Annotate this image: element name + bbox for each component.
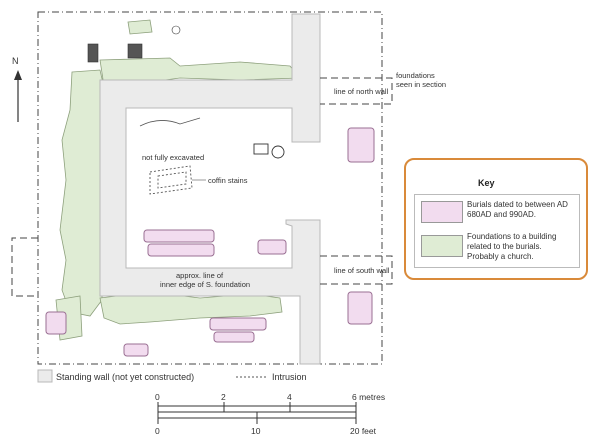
label-south-wall: line of south wall xyxy=(334,266,390,275)
feature-rect xyxy=(253,143,269,155)
label-inner-edge-1: approx. line of xyxy=(176,271,224,280)
foundation-west xyxy=(59,69,107,317)
key-items: Burials dated to between AD 680AD and 99… xyxy=(414,194,580,268)
north-letter: N xyxy=(12,56,19,66)
projected-wall-lines xyxy=(11,77,393,297)
key-burial-text: Burials dated to between AD 680AD and 99… xyxy=(467,200,568,219)
scale-feet-20: 20 feet xyxy=(350,426,377,436)
north-arrow: N xyxy=(12,56,22,122)
burial xyxy=(347,127,375,163)
north-edge-features xyxy=(87,25,181,63)
feature-ring xyxy=(171,25,181,35)
north-wall-line xyxy=(320,77,393,105)
burial xyxy=(257,239,287,255)
burial xyxy=(147,243,215,257)
scale-metres-2: 2 xyxy=(221,392,226,402)
burial-swatch xyxy=(421,201,463,223)
label-foundations-section-1: foundations xyxy=(396,71,435,80)
burial xyxy=(213,331,255,343)
foundation-south xyxy=(99,291,283,325)
burial xyxy=(209,317,267,331)
annotations: foundations seen in section line of nort… xyxy=(142,71,446,289)
burial xyxy=(143,229,215,243)
key-title: Key xyxy=(478,178,495,188)
feature-block xyxy=(127,43,143,59)
key-foundation-text: Foundations to a building related to the… xyxy=(467,232,557,261)
scale-metres-0: 0 xyxy=(155,392,160,402)
north-foundation-edge xyxy=(139,117,201,127)
label-north-wall: line of north wall xyxy=(334,87,389,96)
label-foundations-section-2: seen in section xyxy=(396,80,446,89)
plan-legend: Standing wall (not yet constructed) Intr… xyxy=(37,369,307,383)
standing-wall-label: Standing wall (not yet constructed) xyxy=(56,372,194,382)
scale-metres-6: 6 metres xyxy=(352,392,385,402)
foundation-swatch xyxy=(421,235,463,257)
intrusion-shape xyxy=(149,165,193,195)
south-wall-line xyxy=(320,255,393,285)
feature-block xyxy=(87,43,99,63)
scale-feet-0: 0 xyxy=(155,426,160,436)
label-not-excavated: not fully excavated xyxy=(142,153,204,162)
key-panel: Key Burials dated to between AD 680AD an… xyxy=(404,158,588,280)
burial xyxy=(123,343,149,357)
scale-bar: 0 2 4 6 metres 0 10 20 feet xyxy=(155,392,385,436)
intrusion-inner xyxy=(157,171,187,189)
burial xyxy=(45,311,67,335)
burial xyxy=(347,291,373,325)
scale-metres-4: 4 xyxy=(287,392,292,402)
label-inner-edge-2: inner edge of S. foundation xyxy=(160,280,250,289)
standing-wall-u xyxy=(99,13,321,365)
scale-feet-10: 10 xyxy=(251,426,261,436)
standing-wall-swatch xyxy=(37,369,53,383)
feature-circle xyxy=(271,145,285,159)
intrusion-label: Intrusion xyxy=(272,372,307,382)
burials xyxy=(45,127,375,357)
intrusion-outline xyxy=(149,165,193,195)
small-feature xyxy=(253,143,285,159)
site-boundary xyxy=(37,11,383,365)
north-arrow-head xyxy=(14,70,22,80)
west-projection xyxy=(11,237,38,297)
standing-wall xyxy=(99,13,321,365)
label-coffin: coffin stains xyxy=(208,176,248,185)
foundation-north-tip xyxy=(127,19,153,35)
